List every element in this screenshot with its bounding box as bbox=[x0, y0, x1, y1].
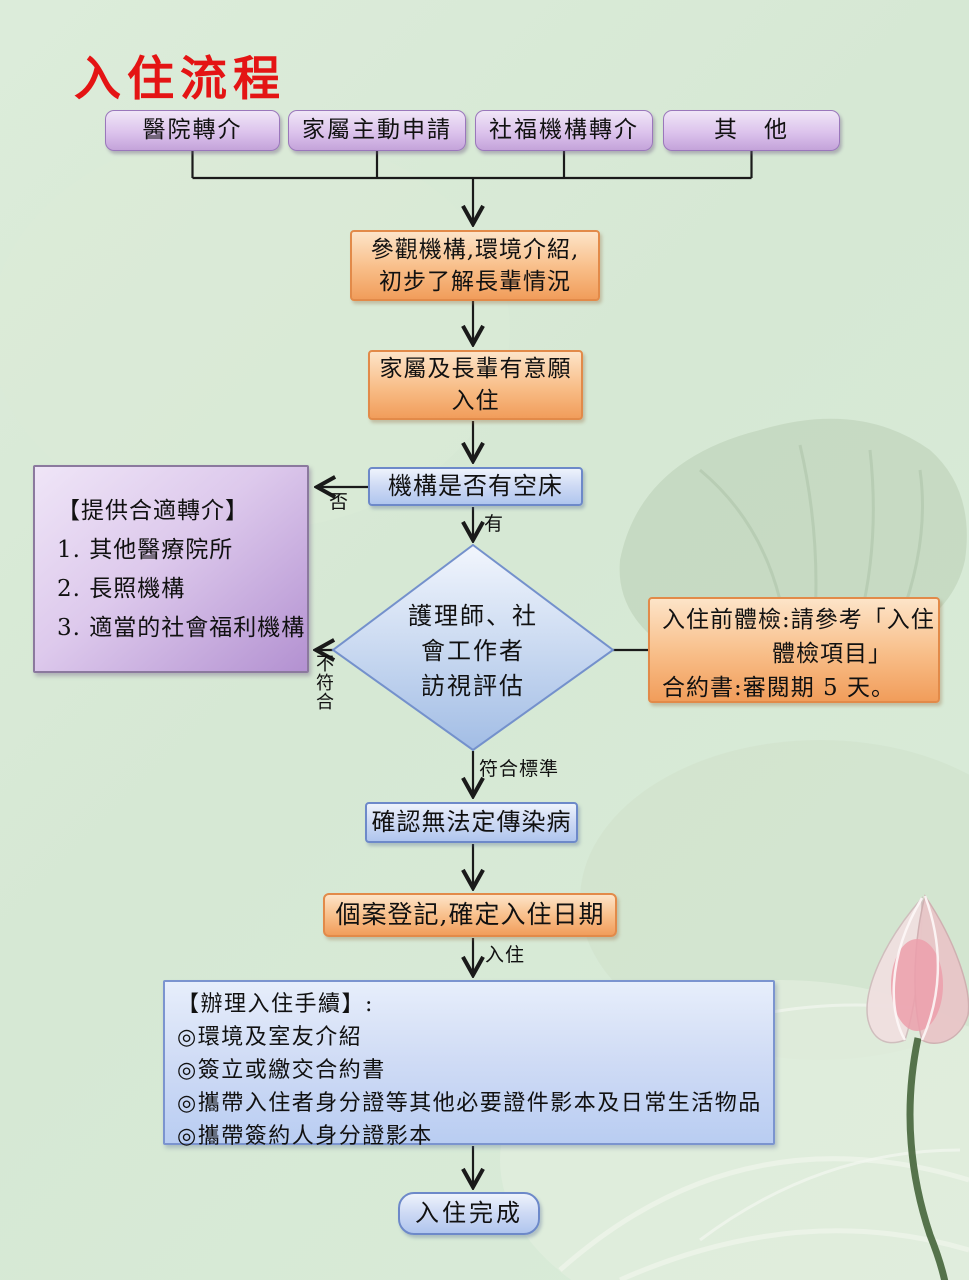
source-stub-lines bbox=[191, 151, 753, 178]
admission-procedure-box: 【辦理入住手續】: ◎環境及室友介紹 ◎簽立或繳交合約書 ◎攜帶入住者身分證等其… bbox=[163, 980, 775, 1149]
referral-item: 1. 其他醫療院所 bbox=[57, 537, 234, 563]
source-box-other: 其 他 bbox=[663, 110, 840, 151]
lotus-flower bbox=[866, 894, 969, 1280]
step-admission-complete: 入住完成 bbox=[398, 1192, 540, 1235]
source-box-hospital-referral: 醫院轉介 bbox=[105, 110, 280, 151]
step-text: 入住完成 bbox=[415, 1199, 523, 1228]
lotus-stem bbox=[906, 1037, 949, 1280]
source-label: 醫院轉介 bbox=[142, 116, 243, 143]
procedure-item: ◎攜帶入住者身分證等其他必要證件影本及日常生活物品 bbox=[177, 1091, 762, 1116]
note-line: 體檢項目」 bbox=[772, 641, 892, 667]
edge-label-yes: 有 bbox=[484, 513, 505, 535]
step-text: 確認無法定傳染病 bbox=[371, 808, 572, 837]
source-label: 其 他 bbox=[714, 116, 789, 143]
note-line: 合約書:審閱期 5 天。 bbox=[662, 675, 896, 701]
procedure-item: ◎簽立或繳交合約書 bbox=[177, 1058, 386, 1083]
edge-label-check-in: 入住 bbox=[485, 944, 526, 966]
step-confirm-no-disease: 確認無法定傳染病 bbox=[365, 802, 578, 843]
procedure-title: 【辦理入住手續】: bbox=[177, 992, 374, 1017]
edge-label-qualified: 符合標準 bbox=[479, 758, 560, 780]
step-text-line: 參觀機構,環境介紹, bbox=[370, 236, 580, 263]
assessment-line: 護理師、社 bbox=[408, 602, 538, 630]
step-text-line: 初步了解長輩情況 bbox=[379, 268, 571, 295]
source-box-family-application: 家屬主動申請 bbox=[288, 110, 466, 151]
source-label: 家屬主動申請 bbox=[302, 116, 452, 143]
referral-item: 2. 長照機構 bbox=[57, 576, 186, 602]
edge-label-not-qualified: 不符合 bbox=[316, 654, 334, 713]
referral-options-box: 【提供合適轉介】 1. 其他醫療院所 2. 長照機構 3. 適當的社會福利機構 bbox=[33, 465, 309, 673]
assessment-diamond-text: 護理師、社 會工作者 訪視評估 bbox=[363, 599, 583, 704]
procedure-item: ◎攜帶簽約人身分證影本 bbox=[177, 1124, 433, 1149]
referral-item: 3. 適當的社會福利機構 bbox=[57, 615, 306, 641]
procedure-item: ◎環境及室友介紹 bbox=[177, 1025, 363, 1050]
assessment-line: 會工作者 bbox=[421, 637, 525, 665]
page-title: 入住流程 bbox=[74, 52, 286, 107]
step-text-line: 家屬及長輩有意願 bbox=[379, 356, 572, 382]
step-text-line: 入住 bbox=[451, 388, 500, 414]
pre-admission-note-box: 入住前體檢:請參考「入住 體檢項目」 合約書:審閱期 5 天。 bbox=[648, 597, 940, 703]
note-line: 入住前體檢:請參考「入住 bbox=[662, 607, 935, 633]
step-case-registration: 個案登記,確定入住日期 bbox=[323, 893, 617, 937]
step-text: 個案登記,確定入住日期 bbox=[335, 900, 605, 930]
edge-label-no: 否 bbox=[329, 491, 350, 513]
step-visit-institution: 參觀機構,環境介紹, 初步了解長輩情況 bbox=[350, 230, 600, 301]
source-box-welfare-agency-referral: 社福機構轉介 bbox=[475, 110, 653, 151]
assessment-line: 訪視評估 bbox=[421, 672, 525, 700]
referral-title: 【提供合適轉介】 bbox=[57, 498, 249, 524]
source-label: 社福機構轉介 bbox=[489, 116, 639, 143]
decision-text: 機構是否有空床 bbox=[388, 472, 563, 501]
decision-bed-availability: 機構是否有空床 bbox=[368, 467, 583, 506]
step-willing-to-move-in: 家屬及長輩有意願 入住 bbox=[368, 350, 583, 420]
